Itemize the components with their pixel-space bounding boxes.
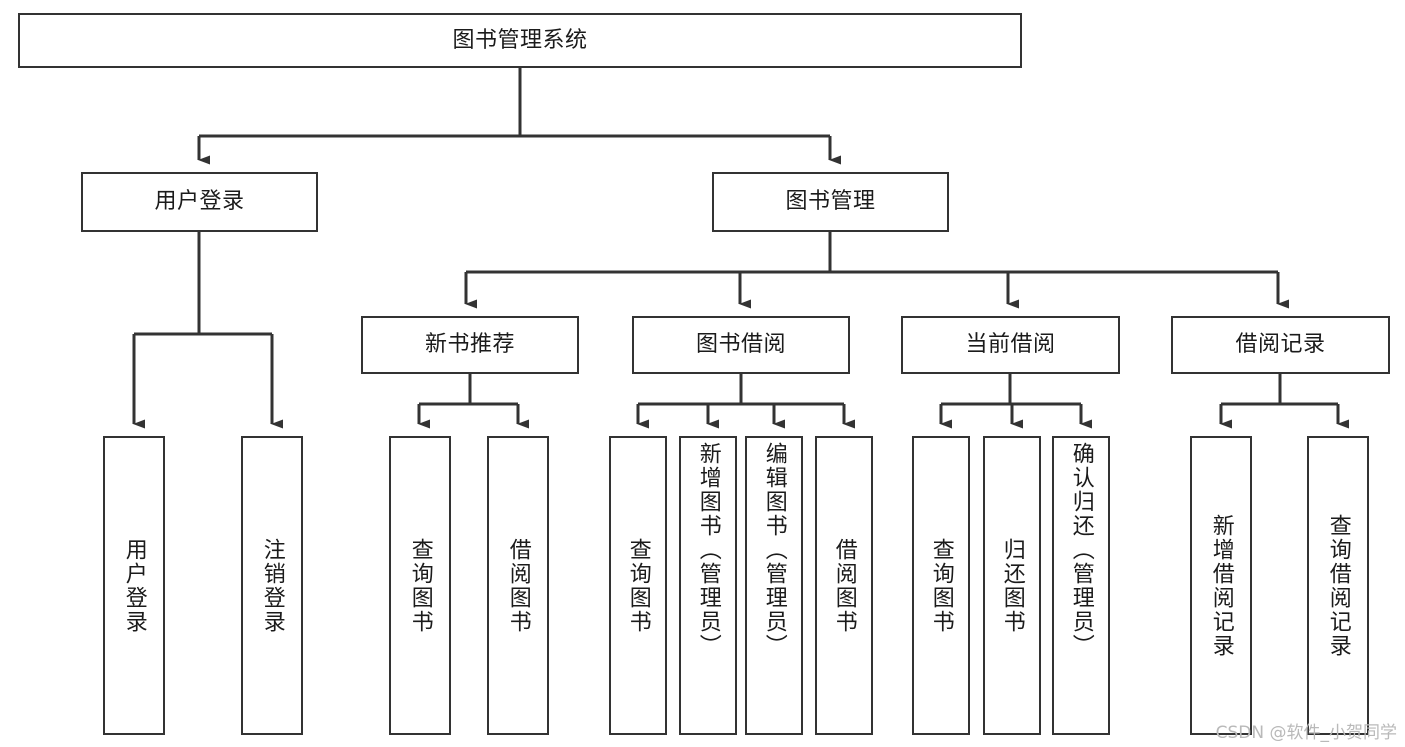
connector-borrowrecord-to-leaves: [1219, 374, 1349, 429]
node-leaf-add-borrow-record[interactable]: 新增借阅记录: [1190, 436, 1252, 735]
node-leaf-confirm-return-admin[interactable]: 确认归还（管理员）: [1052, 436, 1110, 735]
node-label: 注销登录: [259, 537, 285, 634]
connector-newbook-to-leaves: [417, 374, 529, 429]
node-label: 用户登录: [154, 189, 245, 215]
node-label: 确认归还（管理员）: [1068, 442, 1094, 658]
node-leaf-borrow-book[interactable]: 借阅图书: [815, 436, 873, 735]
node-label: 编辑图书（管理员）: [761, 442, 787, 658]
node-label: 借阅记录: [1235, 332, 1326, 358]
node-leaf-query-book-current[interactable]: 查询图书: [912, 436, 970, 735]
connector-bookborrow-to-leaves: [636, 374, 855, 429]
node-label: 查询图书: [625, 537, 651, 634]
node-label: 当前借阅: [965, 332, 1056, 358]
node-label: 图书管理系统: [452, 27, 588, 53]
node-leaf-logout[interactable]: 注销登录: [241, 436, 303, 735]
node-leaf-return-book[interactable]: 归还图书: [983, 436, 1041, 735]
node-label: 借阅图书: [505, 537, 531, 634]
watermark-text: CSDN @软件_小贺同学: [1215, 723, 1397, 743]
node-label: 查询借阅记录: [1325, 513, 1351, 658]
node-leaf-borrow-book-recommend[interactable]: 借阅图书: [487, 436, 549, 735]
node-leaf-query-book-recommend[interactable]: 查询图书: [389, 436, 451, 735]
node-label: 图书借阅: [695, 332, 786, 358]
node-current-borrow[interactable]: 当前借阅: [901, 316, 1120, 374]
node-label: 查询图书: [407, 537, 433, 634]
node-leaf-edit-book-admin[interactable]: 编辑图书（管理员）: [745, 436, 803, 735]
node-label: 查询图书: [928, 537, 954, 634]
node-label: 新书推荐: [424, 332, 515, 358]
node-label: 图书管理: [785, 189, 876, 215]
node-leaf-add-book-admin[interactable]: 新增图书（管理员）: [679, 436, 737, 735]
node-book-management[interactable]: 图书管理: [712, 172, 949, 232]
node-leaf-query-book-borrow[interactable]: 查询图书: [609, 436, 667, 735]
node-label: 新增图书（管理员）: [695, 442, 721, 658]
node-label: 新增借阅记录: [1208, 513, 1234, 658]
node-label: 借阅图书: [831, 537, 857, 634]
connector-userlogin-to-leaves: [132, 232, 283, 429]
node-book-borrow[interactable]: 图书借阅: [632, 316, 850, 374]
node-label: 用户登录: [121, 537, 147, 634]
node-borrow-record[interactable]: 借阅记录: [1171, 316, 1390, 374]
node-root-system[interactable]: 图书管理系统: [18, 13, 1022, 68]
node-label: 归还图书: [999, 537, 1025, 634]
node-user-login[interactable]: 用户登录: [81, 172, 318, 232]
connector-bookmgmt-to-level3: [464, 232, 1289, 309]
node-new-book-recommend[interactable]: 新书推荐: [361, 316, 579, 374]
connector-currentborrow-to-leaves: [939, 374, 1092, 429]
connector-root-to-level2: [197, 68, 841, 165]
node-leaf-user-login[interactable]: 用户登录: [103, 436, 165, 735]
node-leaf-query-borrow-record[interactable]: 查询借阅记录: [1307, 436, 1369, 735]
